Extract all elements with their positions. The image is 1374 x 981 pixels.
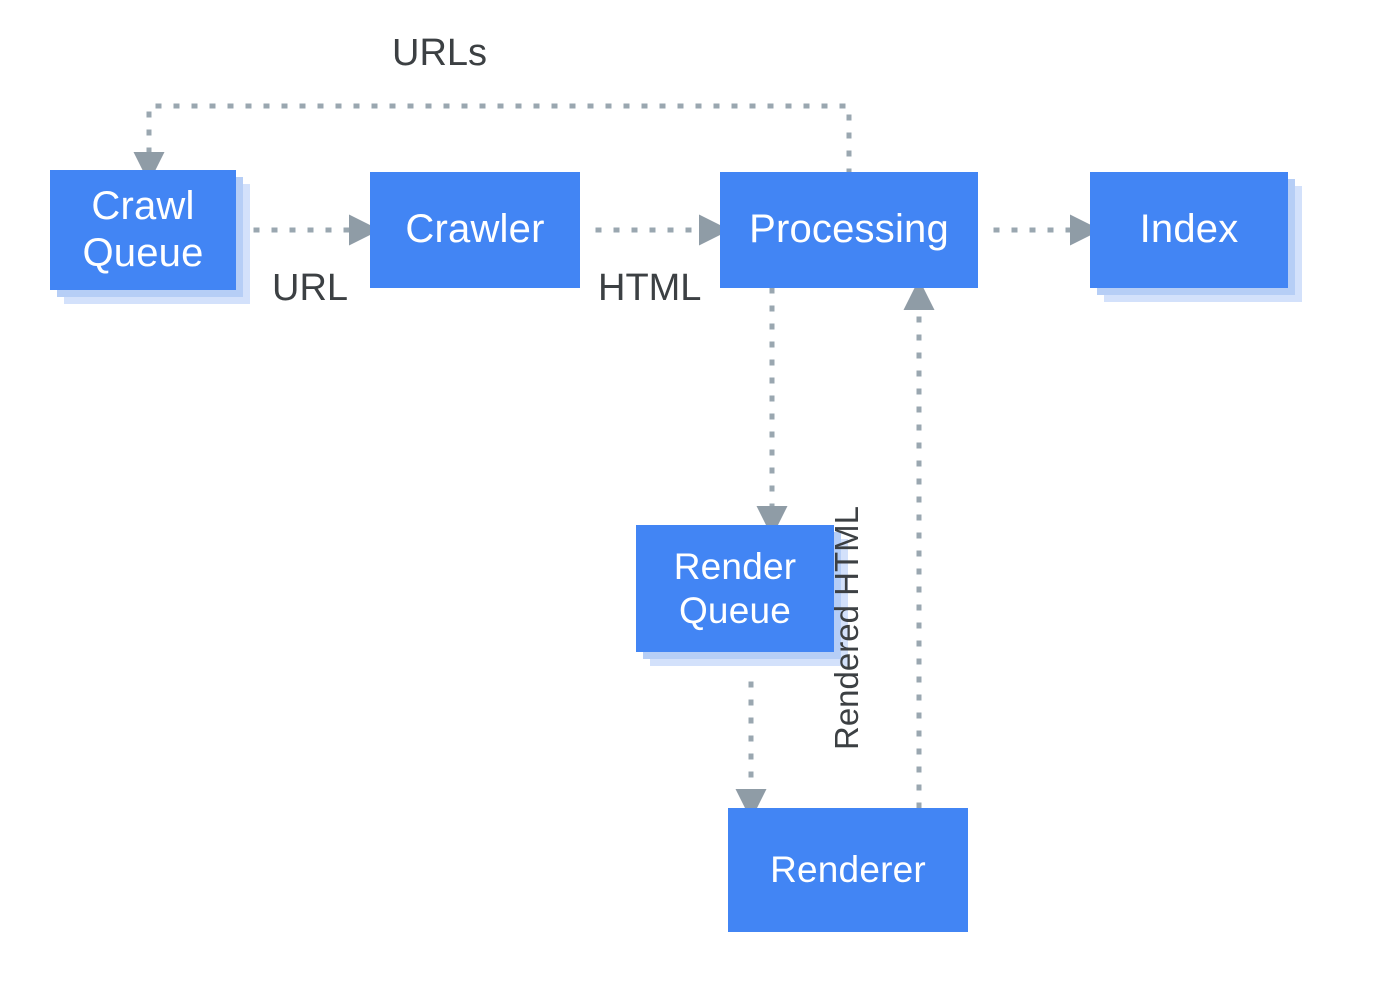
node-processing[interactable]: Processing [720, 172, 978, 288]
node-index-label: Index [1139, 207, 1239, 252]
node-crawl-queue-label: Crawl Queue [82, 183, 204, 275]
node-render-queue[interactable]: Render Queue [636, 525, 834, 652]
node-renderer-label: Renderer [770, 849, 926, 891]
edge-processing-to-crawlqueue [133, 103, 852, 183]
edge-label-urls: URLs [392, 32, 488, 74]
node-index[interactable]: Index [1090, 172, 1288, 288]
node-render-queue-label: Render Queue [673, 545, 797, 631]
node-renderer[interactable]: Renderer [728, 808, 968, 932]
edge-label-html: HTML [598, 267, 702, 309]
edge-label-url: URL [272, 267, 349, 309]
node-crawl-queue[interactable]: Crawl Queue [50, 170, 236, 290]
node-processing-label: Processing [749, 207, 949, 252]
node-crawler[interactable]: Crawler [370, 172, 580, 288]
edge-label-rendered-html: Rendered HTML [828, 506, 865, 750]
node-crawler-label: Crawler [405, 207, 545, 252]
